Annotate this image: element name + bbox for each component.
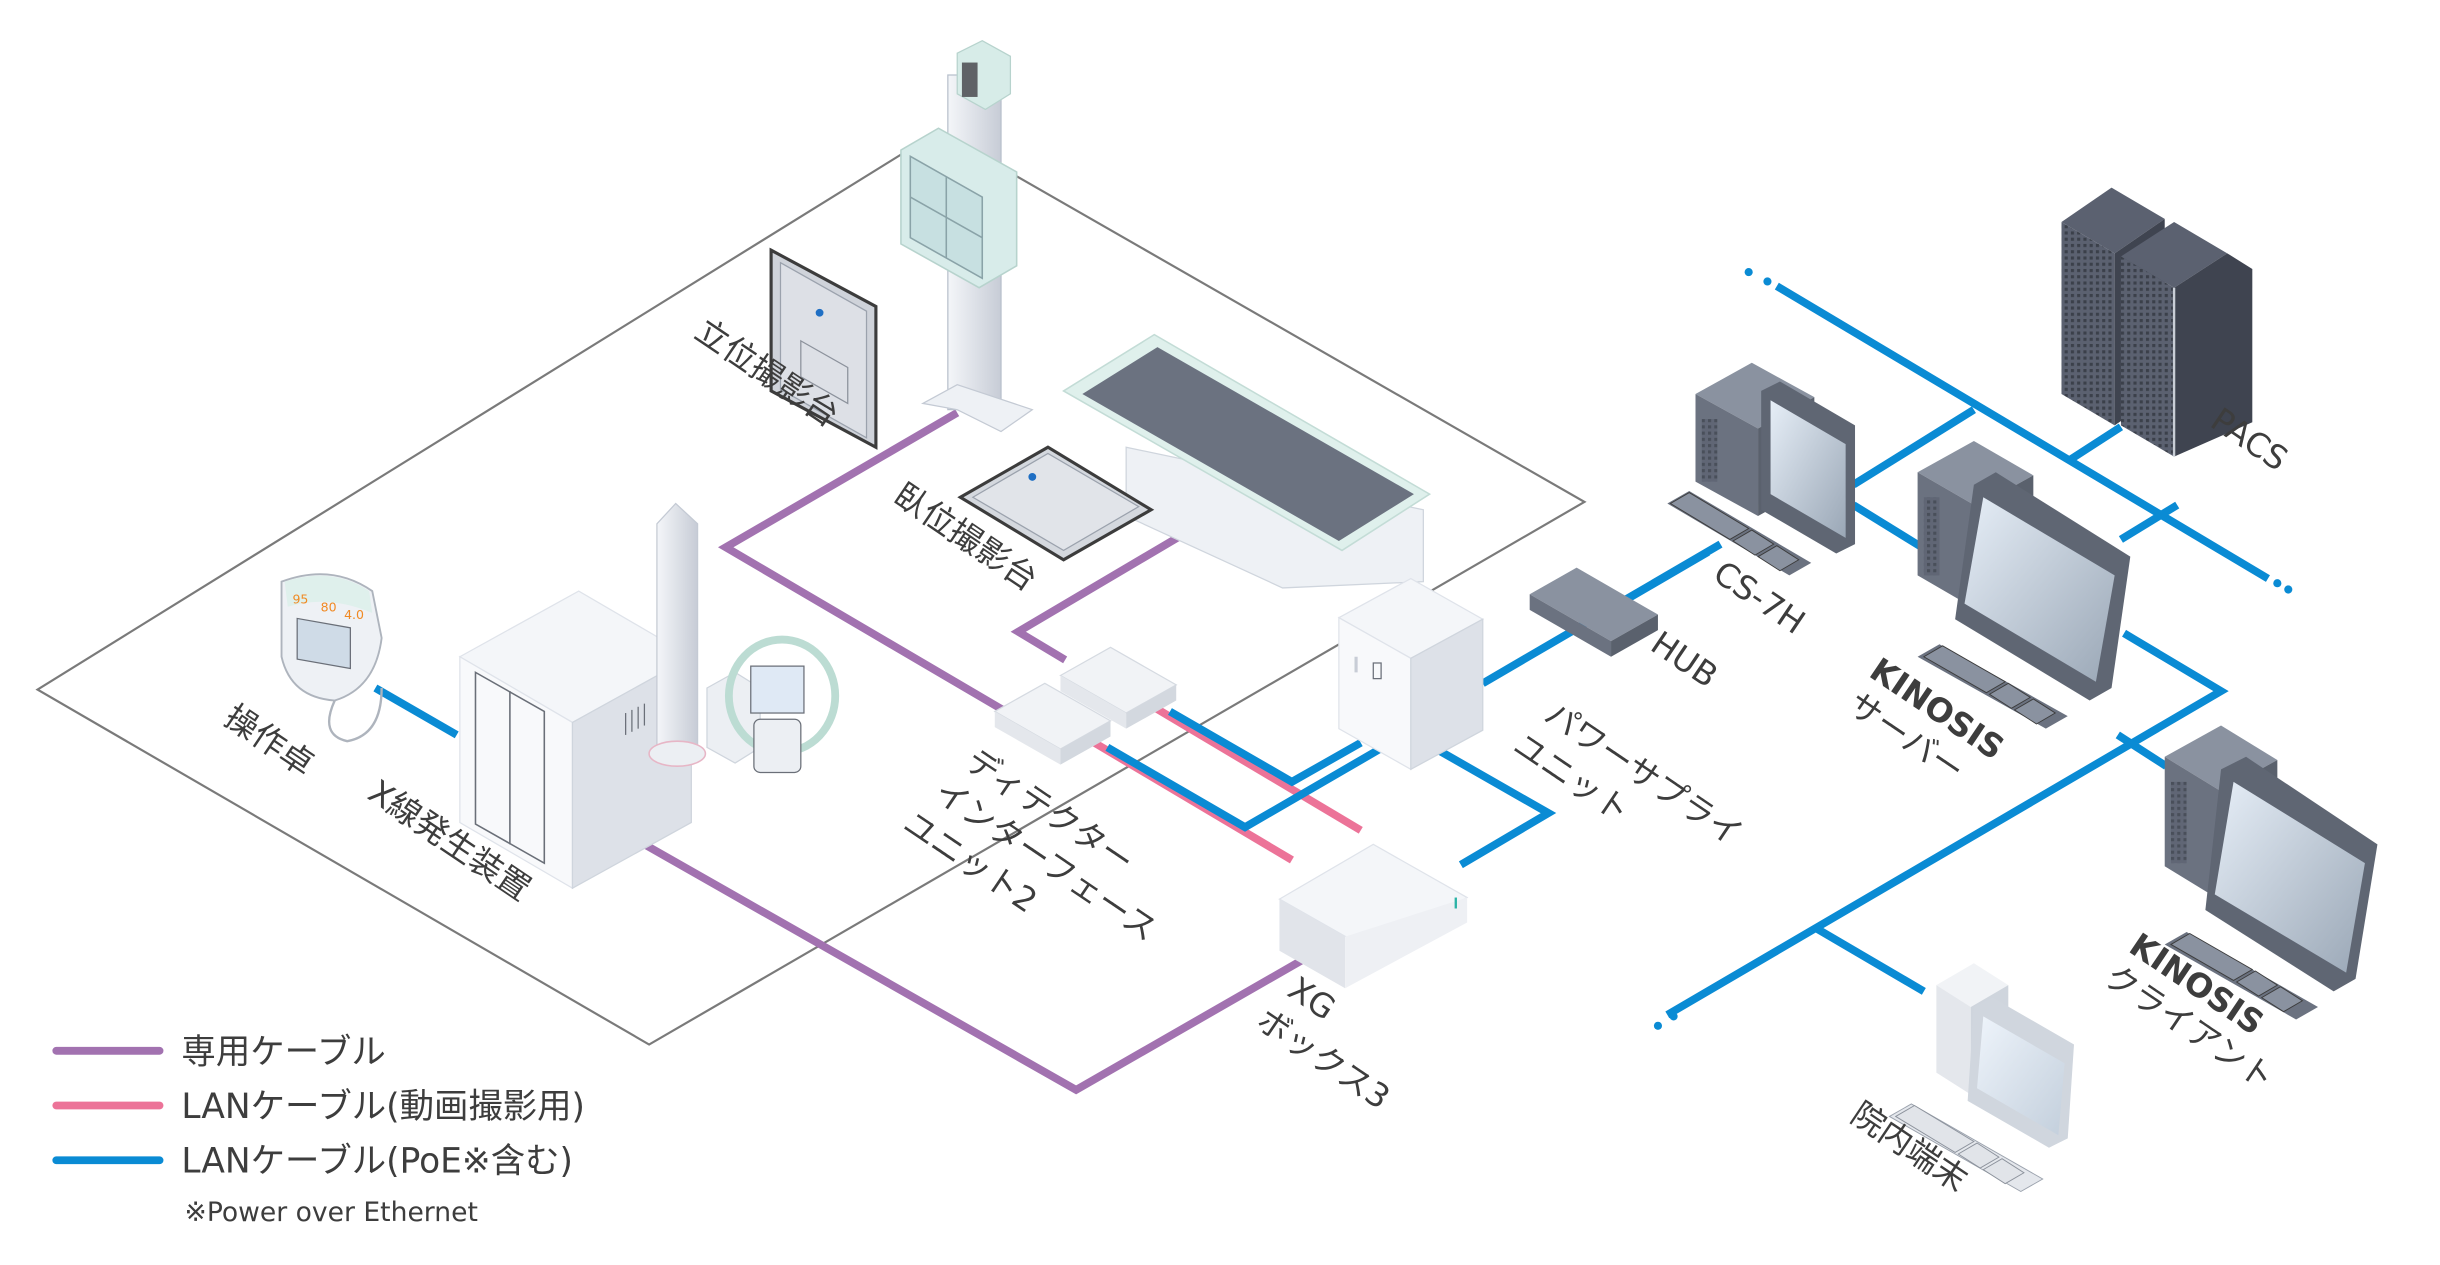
cable-pacs-to-backbone [2065, 423, 2124, 465]
legend-item-dedicated-cable: 専用ケーブル [52, 1032, 386, 1072]
label-hub: HUB [1644, 624, 1724, 695]
backbone-continuation-lower [1653, 1012, 1678, 1030]
legend: 専用ケーブル LANケーブル(動画撮影用) LANケーブル(PoE※含む) ※P… [52, 1032, 585, 1228]
kinosis-client-icon[interactable] [2164, 725, 2378, 1020]
cable-dedicated-generator-to-xgbox [642, 840, 1332, 1095]
console-readout-kv: 95 [292, 592, 308, 607]
room-floor-outline [35, 130, 1587, 1046]
upright-stand-icon[interactable] [900, 39, 1034, 433]
hospital-terminal-icon[interactable] [1888, 963, 2074, 1193]
cable-poe-diu2-to-psu [1105, 744, 1385, 832]
backbone-continuation-upper [1744, 268, 1772, 286]
console-readout-ma: 80 [321, 599, 337, 614]
upright-detector-panel-icon[interactable] [769, 247, 878, 450]
legend-item-lan-poe: LANケーブル(PoE※含む) [52, 1142, 573, 1182]
cable-poe-console-to-generator [373, 684, 459, 739]
legend-footnote: ※Power over Ethernet [185, 1197, 478, 1228]
detector-interface-unit-1-icon[interactable] [1059, 646, 1178, 729]
pacs-server-rack-icon[interactable] [2061, 187, 2253, 457]
cable-cs7h-to-server [1851, 501, 1930, 554]
console-readout-sec: 4.0 [344, 607, 364, 622]
cable-lan-video-1 [1146, 700, 1363, 834]
bucky-table-icon[interactable] [1062, 333, 1432, 589]
cable-server-to-lower-backbone [1665, 629, 2229, 1019]
cable-dedicated-stand-to-diu [717, 409, 1016, 720]
cs7h-workstation-icon[interactable] [1667, 362, 1856, 576]
xray-tube-column-icon[interactable] [648, 502, 840, 774]
kinosis-server-icon[interactable] [1917, 440, 2131, 729]
label-console: 操作卓 [218, 698, 321, 785]
cable-dedicated-table-to-diu [1010, 531, 1185, 664]
cable-client-to-backbone [2115, 731, 2169, 770]
backbone-continuation-upper-right [2273, 579, 2293, 594]
cable-layer [373, 268, 2293, 1095]
cable-hub-to-cs7h [1624, 540, 1723, 603]
cable-cs7h-to-backbone [1851, 406, 1976, 489]
cable-terminal-to-backbone [1812, 923, 1926, 995]
cable-poe-psu-to-xgbox [1437, 747, 1557, 869]
legend-label-lan-video: LANケーブル(動画撮影用) [181, 1087, 585, 1127]
cable-backbone-upper [1774, 282, 2270, 582]
network-hub-icon[interactable] [1529, 567, 1658, 657]
table-detector-panel-icon[interactable] [957, 445, 1155, 562]
power-supply-icon[interactable] [1337, 577, 1485, 771]
legend-label-lan-poe: LANケーブル(PoE※含む) [181, 1142, 572, 1182]
legend-label-dedicated: 専用ケーブル [181, 1032, 385, 1072]
operator-console-icon[interactable]: 95 80 4.0 [280, 573, 383, 743]
legend-item-lan-video: LANケーブル(動画撮影用) [52, 1087, 585, 1127]
cable-poe-diu1-to-psu [1167, 708, 1363, 787]
cable-server-to-backbone [2118, 501, 2180, 543]
xg-box-icon[interactable] [1278, 843, 1469, 989]
detector-interface-unit-2-icon[interactable] [993, 682, 1112, 765]
